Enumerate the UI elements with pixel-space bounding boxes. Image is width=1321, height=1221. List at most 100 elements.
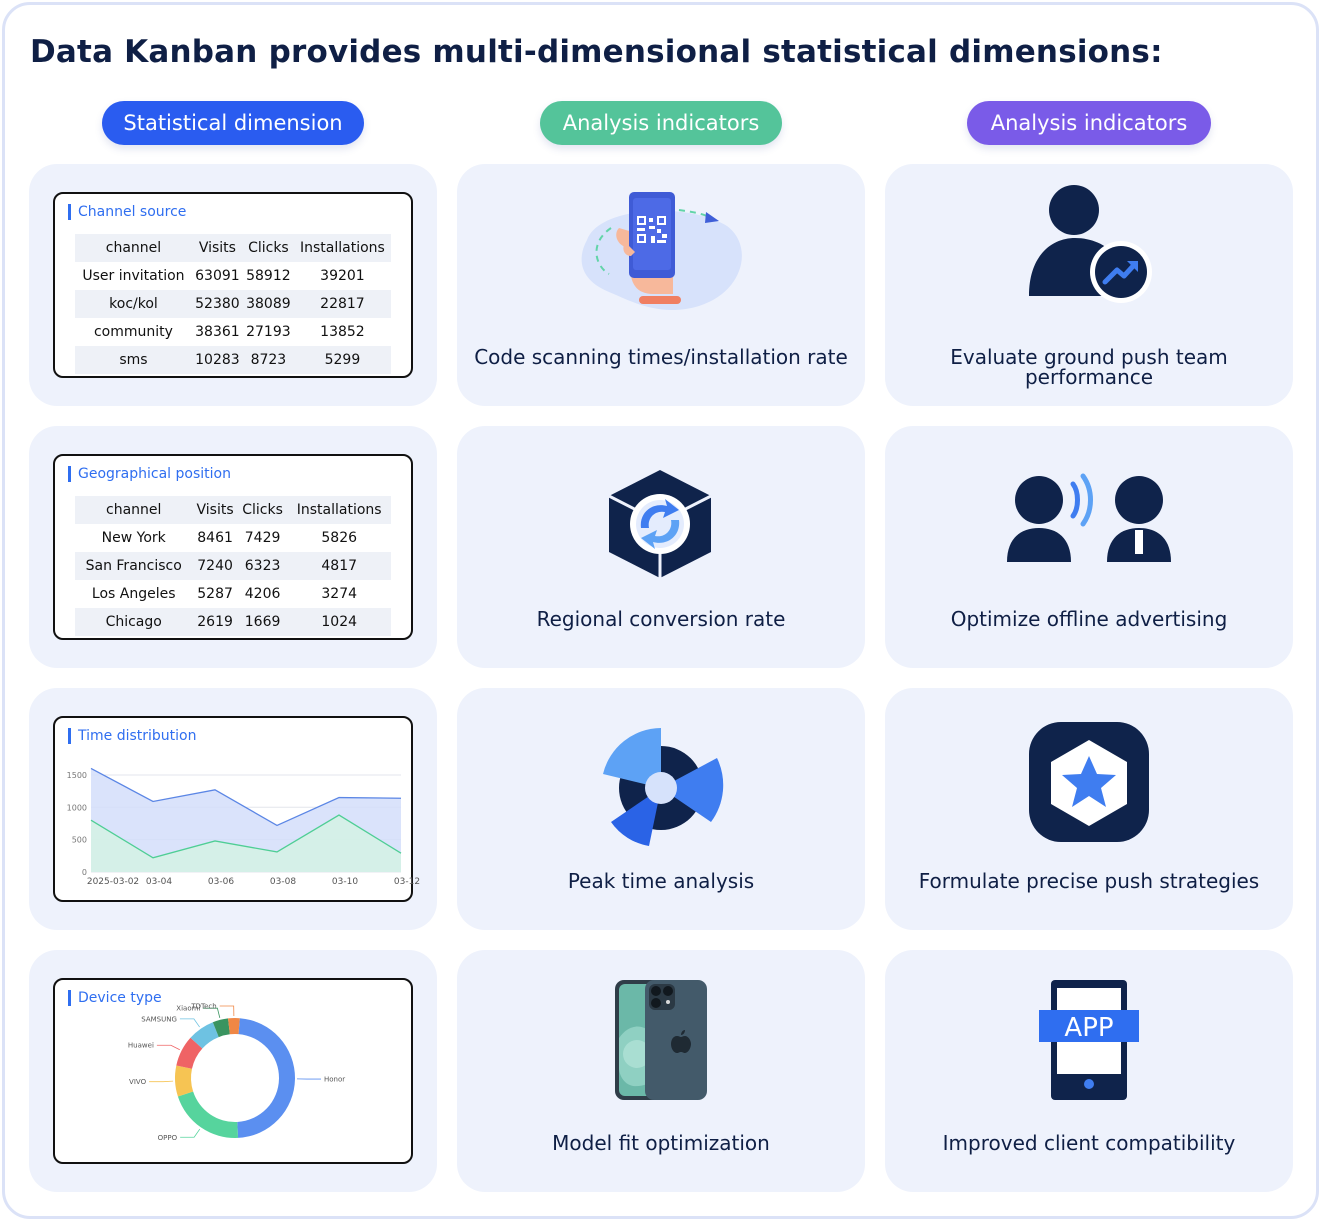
table-header-cell: Installations: [296, 502, 382, 518]
x-tick-label: 03-10: [332, 877, 358, 887]
table-cell: San Francisco: [85, 558, 182, 574]
table-header-cell: Installations: [300, 240, 385, 256]
channel-source-card: Channel source channel Visits Clicks Ins…: [29, 164, 437, 406]
x-tick-label: 03-08: [270, 877, 296, 887]
x-tick-label: 03-06: [208, 877, 234, 887]
indicator-card-team: Evaluate ground push team performance: [885, 164, 1293, 406]
table-header-cell: Clicks: [242, 502, 283, 518]
donut-slice: [237, 1018, 296, 1138]
x-tick-label: 03-12: [394, 877, 420, 887]
analysis-indicators-pill: Analysis indicators: [540, 101, 782, 145]
slice-label: VIVO: [129, 1078, 147, 1086]
table-cell: koc/kol: [109, 296, 158, 312]
broadcast-people-icon: [1007, 473, 1171, 562]
slice-label: TDTech: [190, 1003, 216, 1011]
slice-label: SAMSUNG: [141, 1015, 177, 1023]
indicator-label: Code scanning times/installation rate: [474, 345, 848, 369]
table-cell: Los Angeles: [91, 586, 176, 602]
table-cell: Chicago: [105, 614, 162, 630]
panel-title: Device type: [68, 990, 162, 1006]
table-cell: 7240: [197, 558, 233, 574]
table-cell: 8723: [250, 352, 287, 368]
line-series-1: [90, 814, 402, 859]
table-header-cell: Clicks: [248, 240, 289, 256]
table-cell: 6323: [244, 558, 281, 574]
table-row: New York 8461 7429 5826: [75, 524, 391, 552]
table-row: Chicago 2619 1669 1024: [75, 608, 391, 636]
slice-label: Honor: [324, 1076, 345, 1084]
y-tick-label: 1000: [67, 803, 87, 812]
table-cell: 39201: [320, 268, 365, 284]
fan-icon: [603, 728, 724, 846]
table-cell: 2619: [197, 614, 233, 630]
channel-source-table: channel Visits Clicks Installations User…: [75, 234, 391, 374]
table-cell: community: [93, 324, 173, 340]
table-row: San Francisco 7240 6323 4817: [75, 552, 391, 580]
donut-slice: [175, 1065, 194, 1097]
table-cell: 63091: [195, 268, 240, 284]
table-cell: 22817: [320, 296, 365, 312]
x-tick-label: 03-04: [146, 877, 172, 887]
slice-leader-line: [203, 1007, 221, 1018]
slice-label: OPPO: [158, 1134, 178, 1142]
slice-leader-line: [156, 1044, 180, 1051]
area-series-1: [91, 815, 401, 872]
statistical-dimension-pill: Statistical dimension: [102, 101, 364, 145]
table-header-cell: Visits: [198, 240, 236, 256]
table-cell: 10283: [195, 352, 240, 368]
slice-label: Xiaomi: [176, 1005, 200, 1013]
table-cell: 1024: [321, 614, 358, 630]
indicator-card-scan: Code scanning times/installation rate: [457, 164, 865, 406]
cube-refresh-icon: [608, 470, 712, 578]
panel-title: Channel source: [68, 204, 186, 220]
table-cell: sms: [119, 352, 148, 368]
geographical-position-card: Geographical position channel Visits Cli…: [29, 426, 437, 668]
table-header-cell: channel: [106, 502, 162, 518]
table-row: sms 10283 8723 5299: [75, 346, 391, 374]
app-phone-icon: APP: [1039, 980, 1139, 1100]
table-header-cell: Visits: [196, 502, 234, 518]
indicator-card-peak: Peak time analysis: [457, 688, 865, 930]
table-header-row: channel Visits Clicks Installations: [75, 496, 391, 524]
indicator-label: Formulate precise push strategies: [918, 869, 1260, 893]
indicator-card-model: Model fit optimization: [457, 950, 865, 1192]
slice-leader-line: [180, 1128, 201, 1138]
table-cell: 7429: [244, 530, 281, 546]
table-row: koc/kol 52380 38089 22817: [75, 290, 391, 318]
slice-leader-line: [179, 1018, 200, 1028]
table-row: community 38361 27193 13852: [75, 318, 391, 346]
panel-title: Geographical position: [68, 466, 231, 482]
y-tick-label: 0: [82, 868, 87, 877]
table-cell: 1669: [244, 614, 281, 630]
smartphone-icon: [615, 980, 707, 1100]
slice-label: Huawei: [128, 1042, 154, 1050]
indicator-label: Evaluate ground push team performance: [950, 345, 1228, 389]
page-title: Data Kanban provides multi-dimensional s…: [30, 34, 1163, 70]
indicator-card-push: Formulate precise push strategies: [885, 688, 1293, 930]
x-tick-label: 2025-03-02: [87, 877, 139, 887]
indicator-label: Improved client compatibility: [942, 1131, 1236, 1155]
table-header-cell: channel: [105, 240, 162, 256]
donut-slice: [212, 1018, 230, 1038]
donut-slice: [228, 1018, 240, 1035]
indicator-card-offline: Optimize offline advertising: [885, 426, 1293, 668]
indicator-card-regional: Regional conversion rate: [457, 426, 865, 668]
table-row: User invitation 63091 58912 39201: [75, 262, 391, 290]
y-tick-label: 500: [72, 836, 87, 845]
table-row: Los Angeles 5287 4206 3274: [75, 580, 391, 608]
table-cell: 58912: [246, 268, 291, 284]
donut-slice: [176, 1037, 203, 1069]
table-cell: 52380: [195, 296, 240, 312]
line-series-0: [90, 767, 402, 827]
table-cell: 5826: [321, 530, 358, 546]
table-cell: 38089: [246, 296, 291, 312]
table-cell: New York: [101, 530, 166, 546]
table-cell: 5287: [197, 586, 233, 602]
table-cell: 38361: [195, 324, 240, 340]
table-cell: 4817: [321, 558, 358, 574]
indicator-label: Optimize offline advertising: [950, 607, 1228, 631]
